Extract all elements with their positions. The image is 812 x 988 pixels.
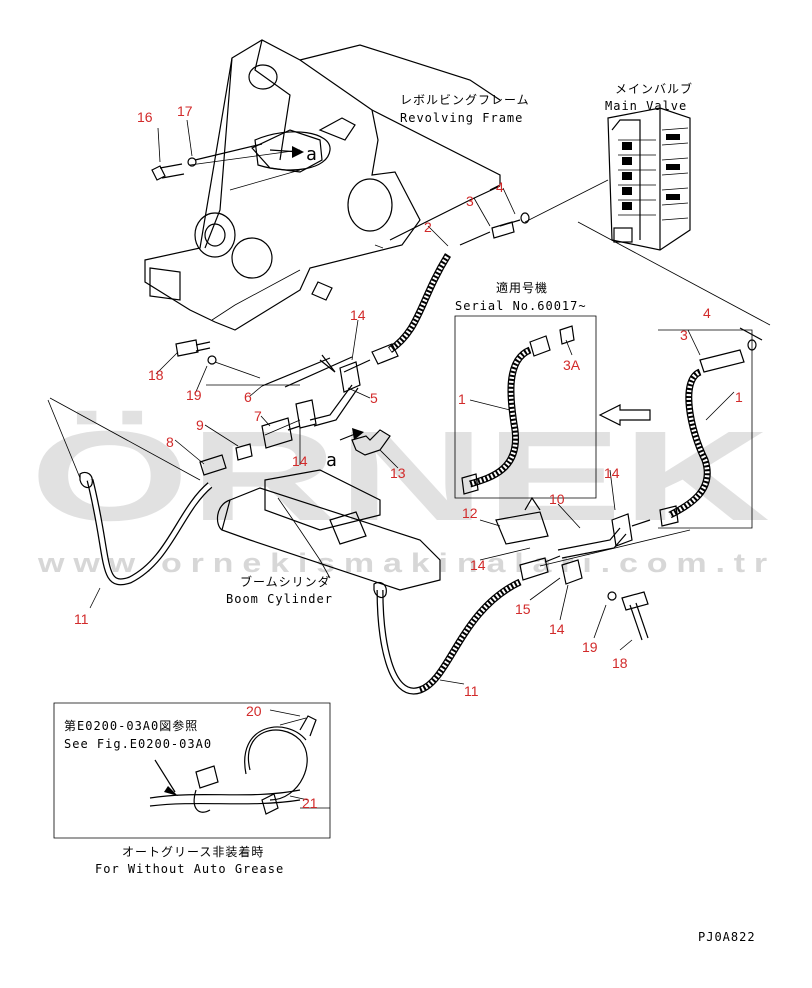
part-number-11-bottom: 11 bbox=[464, 683, 479, 699]
auto-grease-jp-label: オートグリース非装着時 bbox=[122, 844, 264, 859]
revolving-frame-jp-label: レボルビングフレーム bbox=[400, 93, 530, 107]
watermark-brand: ÖRNEK bbox=[30, 405, 770, 548]
main-valve-en-label: Main Valve bbox=[605, 99, 687, 113]
bolt-washer-top bbox=[151, 131, 331, 181]
part-number-14-upper: 14 bbox=[350, 307, 366, 323]
part-number-1-right: 1 bbox=[735, 389, 743, 405]
part-number-1-serial: 1 bbox=[458, 391, 466, 407]
part-number-9: 9 bbox=[196, 417, 204, 433]
revolving-frame bbox=[144, 39, 501, 331]
watermark-url: www.ornekismakinalari.com.tr bbox=[37, 548, 776, 578]
serial-jp-label: 適用号機 bbox=[496, 280, 548, 295]
part-number-21: 21 bbox=[302, 795, 318, 811]
part-number-8: 8 bbox=[166, 434, 174, 450]
part-number-12: 12 bbox=[462, 505, 478, 521]
hose-2 bbox=[371, 212, 530, 365]
serial-en-label: Serial No.60017~ bbox=[455, 299, 587, 313]
part-number-18-left: 18 bbox=[148, 367, 164, 383]
part-number-13: 13 bbox=[390, 465, 406, 481]
part-number-11-left: 11 bbox=[74, 611, 89, 627]
part-number-19-right: 19 bbox=[582, 639, 598, 655]
part-number-10: 10 bbox=[549, 491, 565, 507]
pipe-assembly-upper bbox=[175, 339, 391, 476]
part-number-3: 3 bbox=[466, 193, 474, 209]
part-number-4: 4 bbox=[496, 179, 504, 195]
part-number-20: 20 bbox=[246, 703, 262, 719]
part-number-7: 7 bbox=[254, 408, 262, 424]
auto-grease-inset bbox=[53, 702, 331, 839]
part-number-3A: 3A bbox=[563, 357, 581, 373]
ref-a-bottom: a bbox=[326, 450, 337, 471]
part-number-2: 2 bbox=[424, 219, 432, 235]
part-number-3-right: 3 bbox=[680, 327, 688, 343]
boom-cylinder bbox=[47, 397, 522, 695]
part-number-5: 5 bbox=[370, 390, 378, 406]
part-number-18-right: 18 bbox=[612, 655, 628, 671]
see-fig-en-label: See Fig.E0200-03A0 bbox=[64, 737, 212, 751]
serial-box bbox=[454, 315, 597, 499]
boom-cylinder-jp-label: ブームシリンダ bbox=[240, 574, 331, 589]
part-number-4-right: 4 bbox=[703, 305, 711, 321]
ref-a-top: a bbox=[306, 144, 317, 165]
boom-cylinder-en-label: Boom Cylinder bbox=[226, 592, 333, 606]
auto-grease-en-label: For Without Auto Grease bbox=[95, 862, 284, 876]
see-fig-jp-label: 第E0200-03A0図参照 bbox=[64, 718, 198, 733]
leader-lines bbox=[89, 119, 735, 801]
drawing-code: PJ0A822 bbox=[698, 930, 756, 944]
part-number-16: 16 bbox=[137, 109, 153, 125]
watermark: ÖRNEK www.ornekismakinalari.com.tr bbox=[30, 405, 776, 578]
part-number-14-mid: 14 bbox=[292, 453, 308, 469]
right-detail-box bbox=[598, 327, 763, 529]
part-number-14-serial: 14 bbox=[604, 465, 620, 481]
part-number-14-lower-left: 14 bbox=[470, 557, 486, 573]
part-number-19-left: 19 bbox=[186, 387, 202, 403]
main-valve bbox=[524, 107, 771, 326]
part-number-6: 6 bbox=[244, 389, 252, 405]
text-labels: レボルビングフレーム Revolving Frame メインバルブ Main V… bbox=[64, 81, 756, 944]
part-number-14-lower: 14 bbox=[549, 621, 565, 637]
part-number-17: 17 bbox=[177, 103, 193, 119]
part-number-15: 15 bbox=[515, 601, 531, 617]
part-numbers: 16 17 2 3 4 14 18 19 6 5 9 8 7 14 13 1 3… bbox=[74, 103, 743, 811]
main-valve-jp-label: メインバルブ bbox=[615, 81, 693, 96]
pipe-assembly-lower bbox=[495, 496, 691, 641]
revolving-frame-en-label: Revolving Frame bbox=[400, 111, 523, 125]
